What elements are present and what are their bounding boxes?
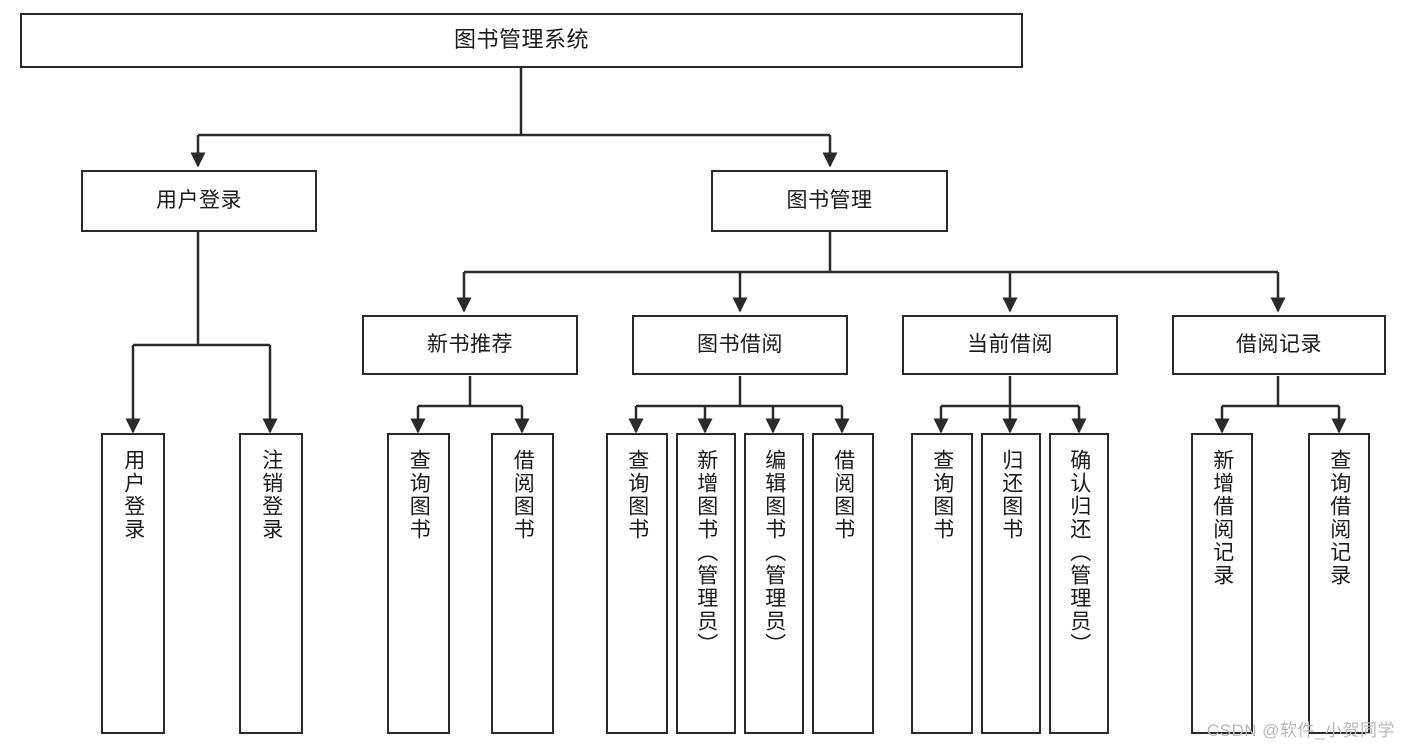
node-label: 图书借阅 (697, 333, 783, 357)
leaf-currentborrow-return-book[interactable]: 归还图书 (981, 433, 1041, 734)
node-book-borrow[interactable]: 图书借阅 (632, 315, 848, 375)
watermark: CSDN @软件_小贺同学 (1206, 721, 1395, 740)
node-label: 查询图书 (930, 449, 954, 541)
node-label: 当前借阅 (967, 333, 1053, 357)
node-current-borrow[interactable]: 当前借阅 (902, 315, 1118, 375)
node-label: 新增图书（管理员） (694, 449, 718, 656)
node-label: 确认归还（管理员） (1067, 449, 1091, 656)
leaf-newbook-borrow-book[interactable]: 借阅图书 (491, 433, 554, 734)
node-label: 查询图书 (407, 449, 431, 541)
leaf-bookborrow-query-book[interactable]: 查询图书 (606, 433, 668, 734)
leaf-currentborrow-query-book[interactable]: 查询图书 (911, 433, 973, 734)
node-label: 用户登录 (156, 189, 242, 213)
leaf-user-login-logout[interactable]: 注销登录 (239, 433, 303, 734)
node-label: 借阅图书 (511, 449, 535, 541)
node-new-book-recommend[interactable]: 新书推荐 (362, 315, 578, 375)
node-label: 借阅图书 (831, 449, 855, 541)
leaf-user-login-login[interactable]: 用户登录 (101, 433, 165, 734)
leaf-borrowrecords-query-record[interactable]: 查询借阅记录 (1308, 433, 1370, 734)
node-user-login[interactable]: 用户登录 (81, 170, 317, 232)
node-label: 新书推荐 (427, 333, 513, 357)
leaf-bookborrow-borrow-book[interactable]: 借阅图书 (812, 433, 874, 734)
leaf-currentborrow-confirm-return-admin[interactable]: 确认归还（管理员） (1049, 433, 1109, 734)
node-label: 新增借阅记录 (1210, 449, 1234, 587)
node-book-management[interactable]: 图书管理 (711, 170, 948, 232)
node-book-management-system[interactable]: 图书管理系统 (20, 13, 1023, 68)
node-label: 查询借阅记录 (1327, 449, 1351, 587)
leaf-bookborrow-edit-book-admin[interactable]: 编辑图书（管理员） (744, 433, 804, 734)
node-label: 图书管理系统 (453, 27, 589, 53)
node-label: 查询图书 (625, 449, 649, 541)
node-label: 用户登录 (121, 449, 145, 541)
node-label: 归还图书 (999, 449, 1023, 541)
leaf-newbook-query-book[interactable]: 查询图书 (387, 433, 450, 734)
node-label: 编辑图书（管理员） (762, 449, 786, 656)
node-borrow-records[interactable]: 借阅记录 (1172, 315, 1386, 375)
leaf-bookborrow-add-book-admin[interactable]: 新增图书（管理员） (676, 433, 736, 734)
leaf-borrowrecords-add-record[interactable]: 新增借阅记录 (1191, 433, 1253, 734)
node-label: 图书管理 (786, 189, 873, 213)
node-label: 注销登录 (259, 449, 283, 541)
node-label: 借阅记录 (1236, 333, 1322, 357)
